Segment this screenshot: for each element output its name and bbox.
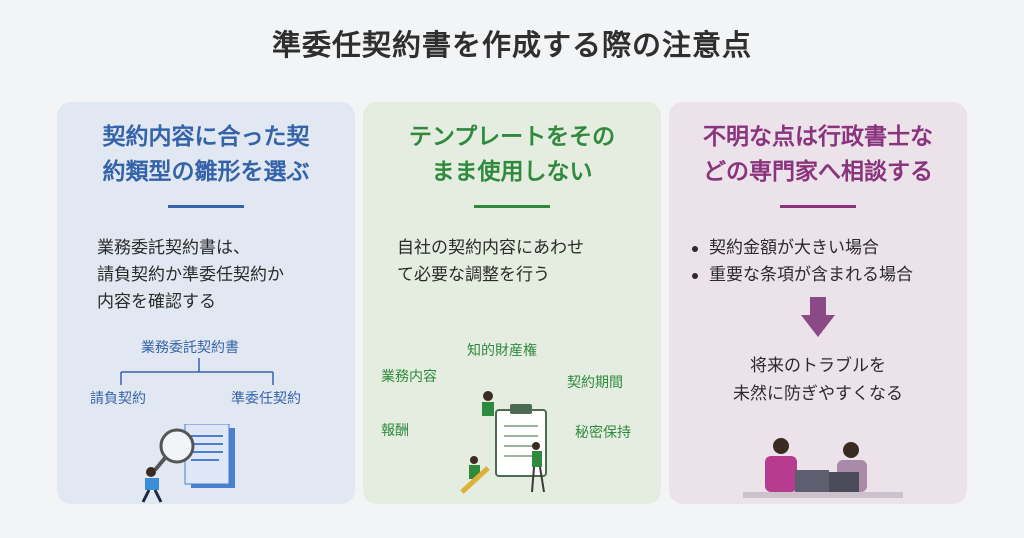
page-title: 準委任契約書を作成する際の注意点: [271, 28, 752, 62]
result-text: 将来のトラブルを 未然に防ぎやすくなる: [733, 356, 903, 404]
divider: [168, 205, 244, 208]
tree-left-label: 請負契約: [90, 391, 146, 407]
card-body: 自社の契約内容にあわせ て必要な調整を行う: [397, 238, 584, 285]
keyword-fee: 報酬: [381, 423, 409, 439]
keyword-scope: 業務内容: [381, 369, 437, 385]
card-title: 契約内容に合った契 約類型の雛形を選ぶ: [102, 124, 310, 185]
bullet-list: 契約金額が大きい場合 重要な条項が含まれる場合: [689, 235, 913, 289]
card-template-selection: 契約内容に合った契 約類型の雛形を選ぶ 業務委託契約書は、 請負契約か準委任契約…: [57, 102, 355, 504]
checklist-clipboard-illustration: [460, 391, 547, 494]
card-title: 不明な点は行政書士な どの専門家へ相談する: [703, 124, 933, 185]
tree-connector-lines: [120, 358, 274, 385]
keyword-ip: 知的財産権: [467, 343, 537, 359]
list-item: 契約金額が大きい場合: [689, 235, 913, 262]
card-body: 業務委託契約書は、 請負契約か準委任契約か 内容を確認する: [97, 238, 284, 312]
keyword-confidentiality: 秘密保持: [575, 425, 631, 441]
tree-root-label: 業務委託契約書: [141, 340, 239, 356]
tree-right-label: 準委任契約: [231, 391, 301, 407]
divider: [474, 205, 550, 208]
magnifier-document-illustration: [141, 424, 235, 503]
card-title: テンプレートをその まま使用しない: [408, 124, 616, 185]
arrow-down-icon: [801, 297, 835, 337]
card-consult-expert: 不明な点は行政書士な どの専門家へ相談する 契約金額が大きい場合 重要な条項が含…: [669, 102, 967, 504]
card-template-adjust: テンプレートをその まま使用しない 自社の契約内容にあわせ て必要な調整を行う …: [363, 102, 661, 504]
list-item: 重要な条項が含まれる場合: [689, 262, 913, 289]
divider: [780, 205, 856, 208]
consultation-illustration: [743, 438, 903, 498]
keyword-term: 契約期間: [567, 375, 623, 391]
